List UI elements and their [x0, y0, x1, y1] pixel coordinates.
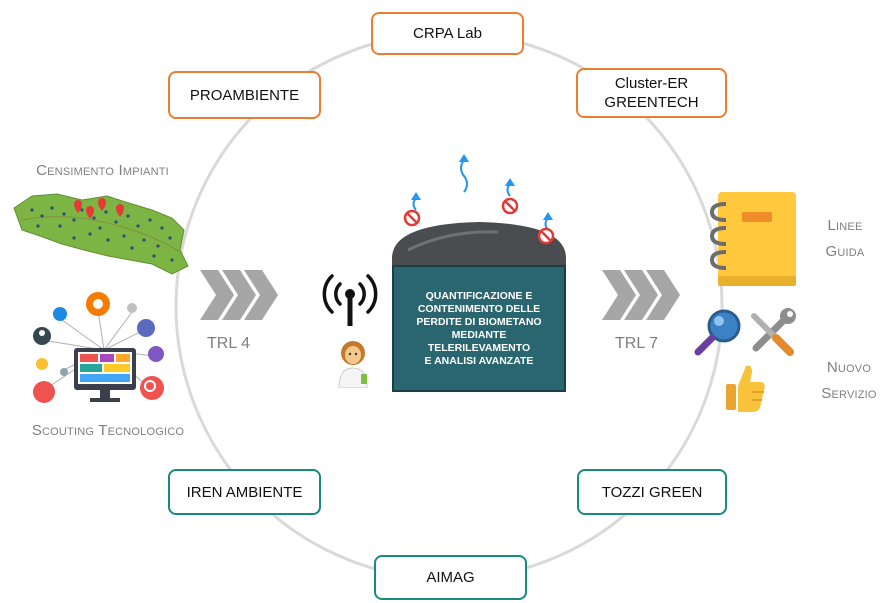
partner-cluster-label-1: Cluster-ER: [614, 75, 689, 92]
tools-icon: [751, 308, 796, 356]
technology-scouting-icon: [33, 292, 164, 403]
partner-cluster-er: Cluster-ER GREENTECH: [576, 68, 727, 118]
region-map-icon: [13, 193, 189, 275]
new-service-label: Nuovo Servizio: [813, 355, 885, 407]
magnifier-icon: [694, 309, 741, 356]
guidelines-label-line1: Linee: [827, 217, 863, 234]
thumbs-up-icon: [726, 365, 765, 412]
partner-proambiente: PROAMBIENTE: [168, 71, 321, 119]
partner-cluster-label-2: GREENTECH: [604, 94, 699, 111]
scientist-icon: [338, 341, 368, 388]
biomethane-tank-dome: [392, 154, 566, 270]
notebook-icon: [709, 192, 796, 286]
partner-crpa-label: CRPA Lab: [413, 25, 482, 42]
new-service-label-line2: Servizio: [821, 385, 877, 402]
tank-body: QUANTIFICAZIONE E CONTENIMENTO DELLE PER…: [392, 265, 566, 392]
partner-tozzi-label: TOZZI GREEN: [601, 483, 703, 501]
partner-iren-label: IREN AMBIENTE: [186, 483, 303, 501]
scouting-label: Scouting Tecnologico: [31, 422, 185, 439]
tank-title: QUANTIFICAZIONE E CONTENIMENTO DELLE PER…: [416, 289, 542, 367]
trl-4-label: TRL 4: [207, 335, 250, 352]
census-label: Censimento Impianti: [36, 162, 169, 179]
partner-crpa-lab: CRPA Lab: [371, 12, 524, 55]
guidelines-label: Linee Guida: [815, 213, 875, 265]
left-chevron-arrow: [200, 270, 278, 320]
new-service-label-line1: Nuovo: [826, 359, 872, 376]
partner-aimag: AIMAG: [374, 555, 527, 600]
right-chevron-arrow: [602, 270, 680, 320]
guidelines-label-line2: Guida: [825, 243, 865, 260]
partner-tozzi-green: TOZZI GREEN: [577, 469, 727, 515]
trl-7-label: TRL 7: [615, 335, 658, 352]
partner-proambiente-label: PROAMBIENTE: [189, 86, 300, 104]
antenna-icon: [322, 274, 378, 326]
partner-iren-ambiente: IREN AMBIENTE: [168, 469, 321, 515]
partner-aimag-label: AIMAG: [426, 569, 475, 586]
